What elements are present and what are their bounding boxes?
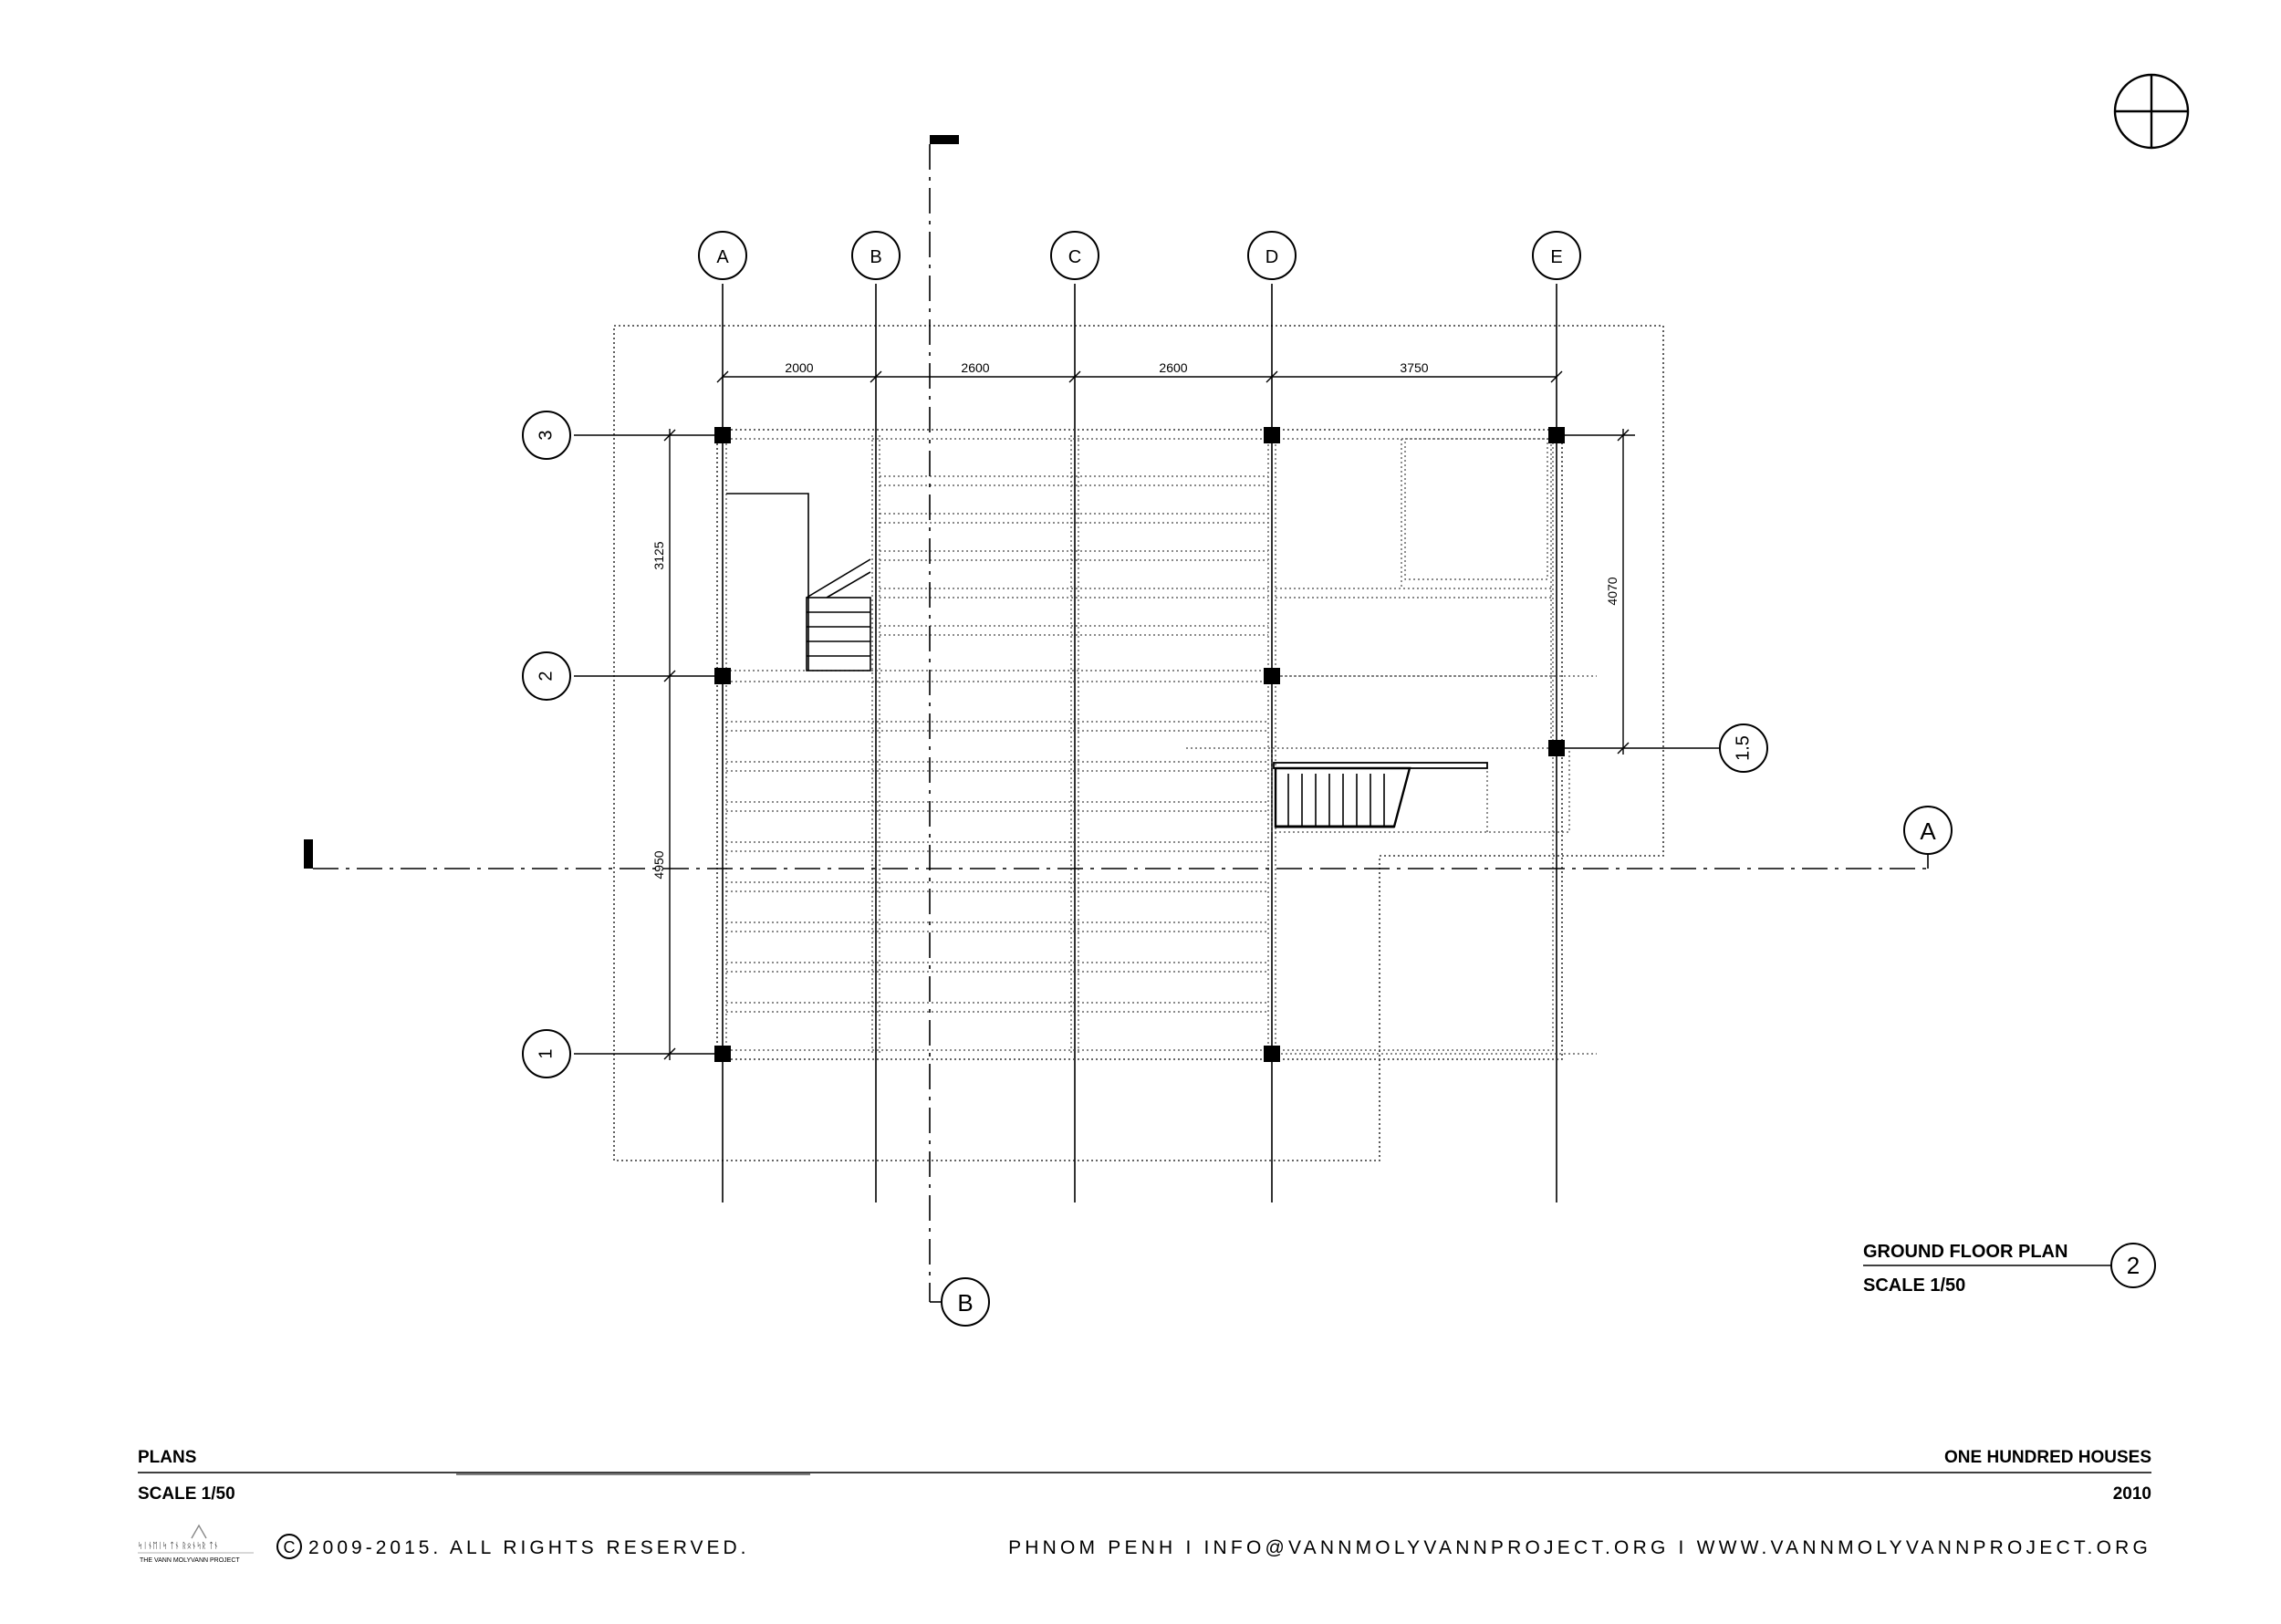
vann-molyvann-logo: ᛋᛁᚾᛖᛁᛋ ᛏᚾ ᚱᛟᚾᛋᚱ ᛏᚾ THE VANN MOLYVANN PRO… bbox=[138, 1524, 254, 1564]
structural-columns bbox=[714, 427, 1565, 1062]
grid-label-d: D bbox=[1265, 247, 1278, 267]
dimension-string-horizontal: 2000 2600 2600 3750 bbox=[716, 360, 1563, 383]
contact-line: PHNOM PENH I INFO@VANNMOLYVANNPROJECT.OR… bbox=[1008, 1537, 2151, 1558]
floor-plan bbox=[714, 427, 1570, 1062]
section-title: PLANS bbox=[138, 1448, 196, 1467]
drawing-title: GROUND FLOOR PLAN bbox=[1863, 1242, 2067, 1262]
copyright-text: 2009-2015. ALL RIGHTS RESERVED. bbox=[308, 1537, 750, 1558]
grid-label-3: 3 bbox=[536, 430, 556, 440]
logo-line2: THE VANN MOLYVANN PROJECT bbox=[140, 1557, 240, 1564]
grid-label-e: E bbox=[1550, 247, 1562, 267]
grid-bubble-1-5: 1.5 bbox=[1719, 724, 1768, 773]
site-boundary bbox=[613, 325, 1664, 1161]
floor-joists-upper bbox=[880, 475, 1268, 636]
project-title: ONE HUNDRED HOUSES bbox=[1944, 1448, 2151, 1467]
floor-joists-lower bbox=[726, 721, 1268, 1013]
internal-stair bbox=[726, 493, 871, 671]
drawing-number: 2 bbox=[2127, 1252, 2140, 1279]
grid-label-1-5: 1.5 bbox=[1733, 735, 1753, 761]
grid-label-1: 1 bbox=[536, 1048, 556, 1058]
drawing-scale: SCALE 1/50 bbox=[1863, 1275, 1965, 1296]
section-line-a: A bbox=[304, 806, 1953, 869]
north-arrow-icon bbox=[2113, 73, 2190, 150]
sheet-footer: PLANS SCALE 1/50 ONE HUNDRED HOUSES 2010… bbox=[138, 1448, 2151, 1564]
grid-label-2: 2 bbox=[536, 671, 556, 681]
dimension-string-left: 3125 4950 bbox=[651, 429, 676, 1060]
grid-bubble-e: E bbox=[1532, 231, 1581, 280]
dimension-2-1: 4950 bbox=[651, 850, 666, 879]
logo-line1: ᛋᛁᚾᛖᛁᛋ ᛏᚾ ᚱᛟᚾᛋᚱ ᛏᚾ bbox=[138, 1541, 219, 1550]
section-line-b: B bbox=[929, 135, 990, 1327]
grid-label-c: C bbox=[1068, 247, 1081, 267]
grid-bubble-b: B bbox=[851, 231, 901, 280]
dimension-d-e: 3750 bbox=[1400, 360, 1428, 375]
grid-bubble-c: C bbox=[1050, 231, 1099, 280]
grid-bubble-2: 2 bbox=[522, 651, 571, 701]
section-scale: SCALE 1/50 bbox=[138, 1484, 235, 1504]
grid-label-a: A bbox=[716, 247, 729, 267]
dimension-c-d: 2600 bbox=[1159, 360, 1187, 375]
dimension-3-2: 3125 bbox=[651, 541, 666, 569]
dimension-3-1-5: 4070 bbox=[1605, 577, 1620, 605]
project-year: 2010 bbox=[2113, 1484, 2151, 1504]
section-label-a: A bbox=[1920, 817, 1936, 845]
dimension-b-c: 2600 bbox=[961, 360, 989, 375]
dimension-a-b: 2000 bbox=[785, 360, 813, 375]
grid-bubble-a: A bbox=[698, 231, 747, 280]
grid-bubble-1: 1 bbox=[522, 1029, 571, 1078]
grid-label-b: B bbox=[870, 247, 881, 267]
copyright-icon: C bbox=[284, 1538, 296, 1556]
external-stair bbox=[1273, 762, 1488, 828]
grid-bubble-d: D bbox=[1247, 231, 1297, 280]
section-label-b: B bbox=[957, 1289, 973, 1317]
grid-bubble-3: 3 bbox=[522, 411, 571, 460]
drawing-title-block: GROUND FLOOR PLAN SCALE 1/50 2 bbox=[1863, 1242, 2156, 1296]
dimension-string-right: 4070 bbox=[1557, 429, 1635, 755]
